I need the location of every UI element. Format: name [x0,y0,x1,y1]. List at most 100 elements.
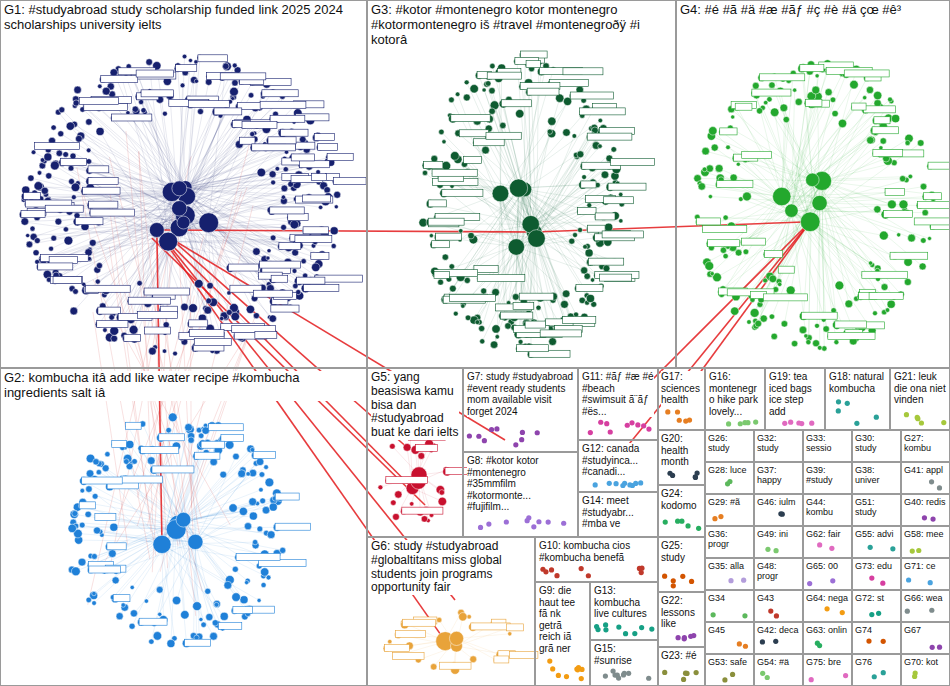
vertex-dot [275,166,280,171]
vertex-dot [804,334,808,338]
vertex-dot [301,259,306,264]
vertex-dot [783,116,789,122]
vertex-dot [730,174,737,181]
vertex-dot [731,307,739,315]
vertex-dot [232,80,238,86]
vertex-dot [330,227,338,235]
vertex-dot [248,93,253,98]
vertex-dot [51,125,56,130]
vertex-dot [86,159,92,165]
vertex-dot [830,97,836,103]
vertex-dot [777,282,781,286]
vertex-dot [172,181,187,196]
vertex-dot [431,155,438,162]
vertex-dot [292,269,297,274]
vertex-dot [873,91,881,99]
vertex-link [209,223,241,337]
vertex-dot [850,80,859,89]
vertex-dot [71,195,76,200]
vertex-dot [162,349,166,353]
vertex-link [477,232,534,318]
vertex-dot [769,314,774,319]
vertex-dot [767,97,772,102]
vertex-dot [44,153,52,161]
vertex-dot [37,171,42,176]
vertex-link [179,188,290,307]
vertex-dot [449,97,455,103]
vertex-dot [93,527,100,534]
vertex-dot [63,152,69,158]
vertex-dot [449,264,454,269]
vertex-dot [908,234,916,242]
vertex-dot [489,88,495,94]
vertex-dot [723,215,728,220]
vertex-dot [324,187,331,194]
vertex-dot [58,131,64,137]
vertex-link [731,109,812,180]
vertex-link [162,450,252,545]
vertex-dot [168,413,177,422]
vertex-dot [879,231,888,240]
vertex-link [500,194,601,267]
vertex-dot [257,526,263,532]
vertex-dot [563,129,571,137]
vertex-link [40,173,186,216]
vertex-dot [455,92,460,97]
vertex-dot [267,531,275,539]
vertex-dot [422,170,427,175]
vertex-dot [283,167,288,172]
vertex-link [782,121,876,197]
vertex-dot [95,279,100,284]
vertex-dot [800,212,820,232]
vertex-dot [80,488,85,493]
vertex-dot [573,233,578,238]
vertex-dot [116,613,123,620]
vertex-dot [190,76,197,83]
vertex-dot [429,234,433,238]
vertex-dot [508,239,524,255]
vertex-dot [70,153,76,159]
vertex-link [37,208,179,240]
vertex-dot [201,622,206,627]
vertex-dot [238,470,246,478]
vertex-link [162,544,163,619]
vertex-dot [834,340,839,345]
vertex-link [791,211,872,331]
vertex-dot [832,110,838,116]
vertex-dot [130,585,134,589]
vertex-dot [750,308,759,317]
vertex-dot [773,187,791,205]
vertex-dot [220,612,228,620]
vertex-dot [137,281,142,286]
vertex-dot [726,145,731,150]
vertex-dot [267,249,271,253]
vertex-dot [770,108,779,117]
vertex-dot [132,459,138,465]
vertex-dot [232,566,238,572]
vertex-link [534,154,580,232]
bridge-link [93,279,230,525]
vertex-dot [225,441,234,450]
vertex-dot [463,94,470,101]
vertex-link [195,474,248,542]
vertex-link [810,130,879,221]
vertex-link [178,524,223,629]
vertex-dot [70,510,78,518]
vertex-dot [453,311,458,316]
vertex-dot [108,550,116,558]
vertex-dot [69,179,75,185]
vertex-link [784,108,820,203]
vertex-link [782,197,871,297]
vertex-dot [96,470,101,475]
vertex-dot [887,300,895,308]
vertex-dot [33,250,39,256]
vertex-dot [806,173,820,187]
vertex-dot [59,107,65,113]
vertex-dot [96,263,102,269]
vertex-dot [132,106,138,112]
vertex-dot [756,108,762,114]
vertex-dot [244,523,251,530]
vertex-dot [262,506,270,514]
vertex-dot [252,539,257,544]
vertex-dot [72,511,78,517]
